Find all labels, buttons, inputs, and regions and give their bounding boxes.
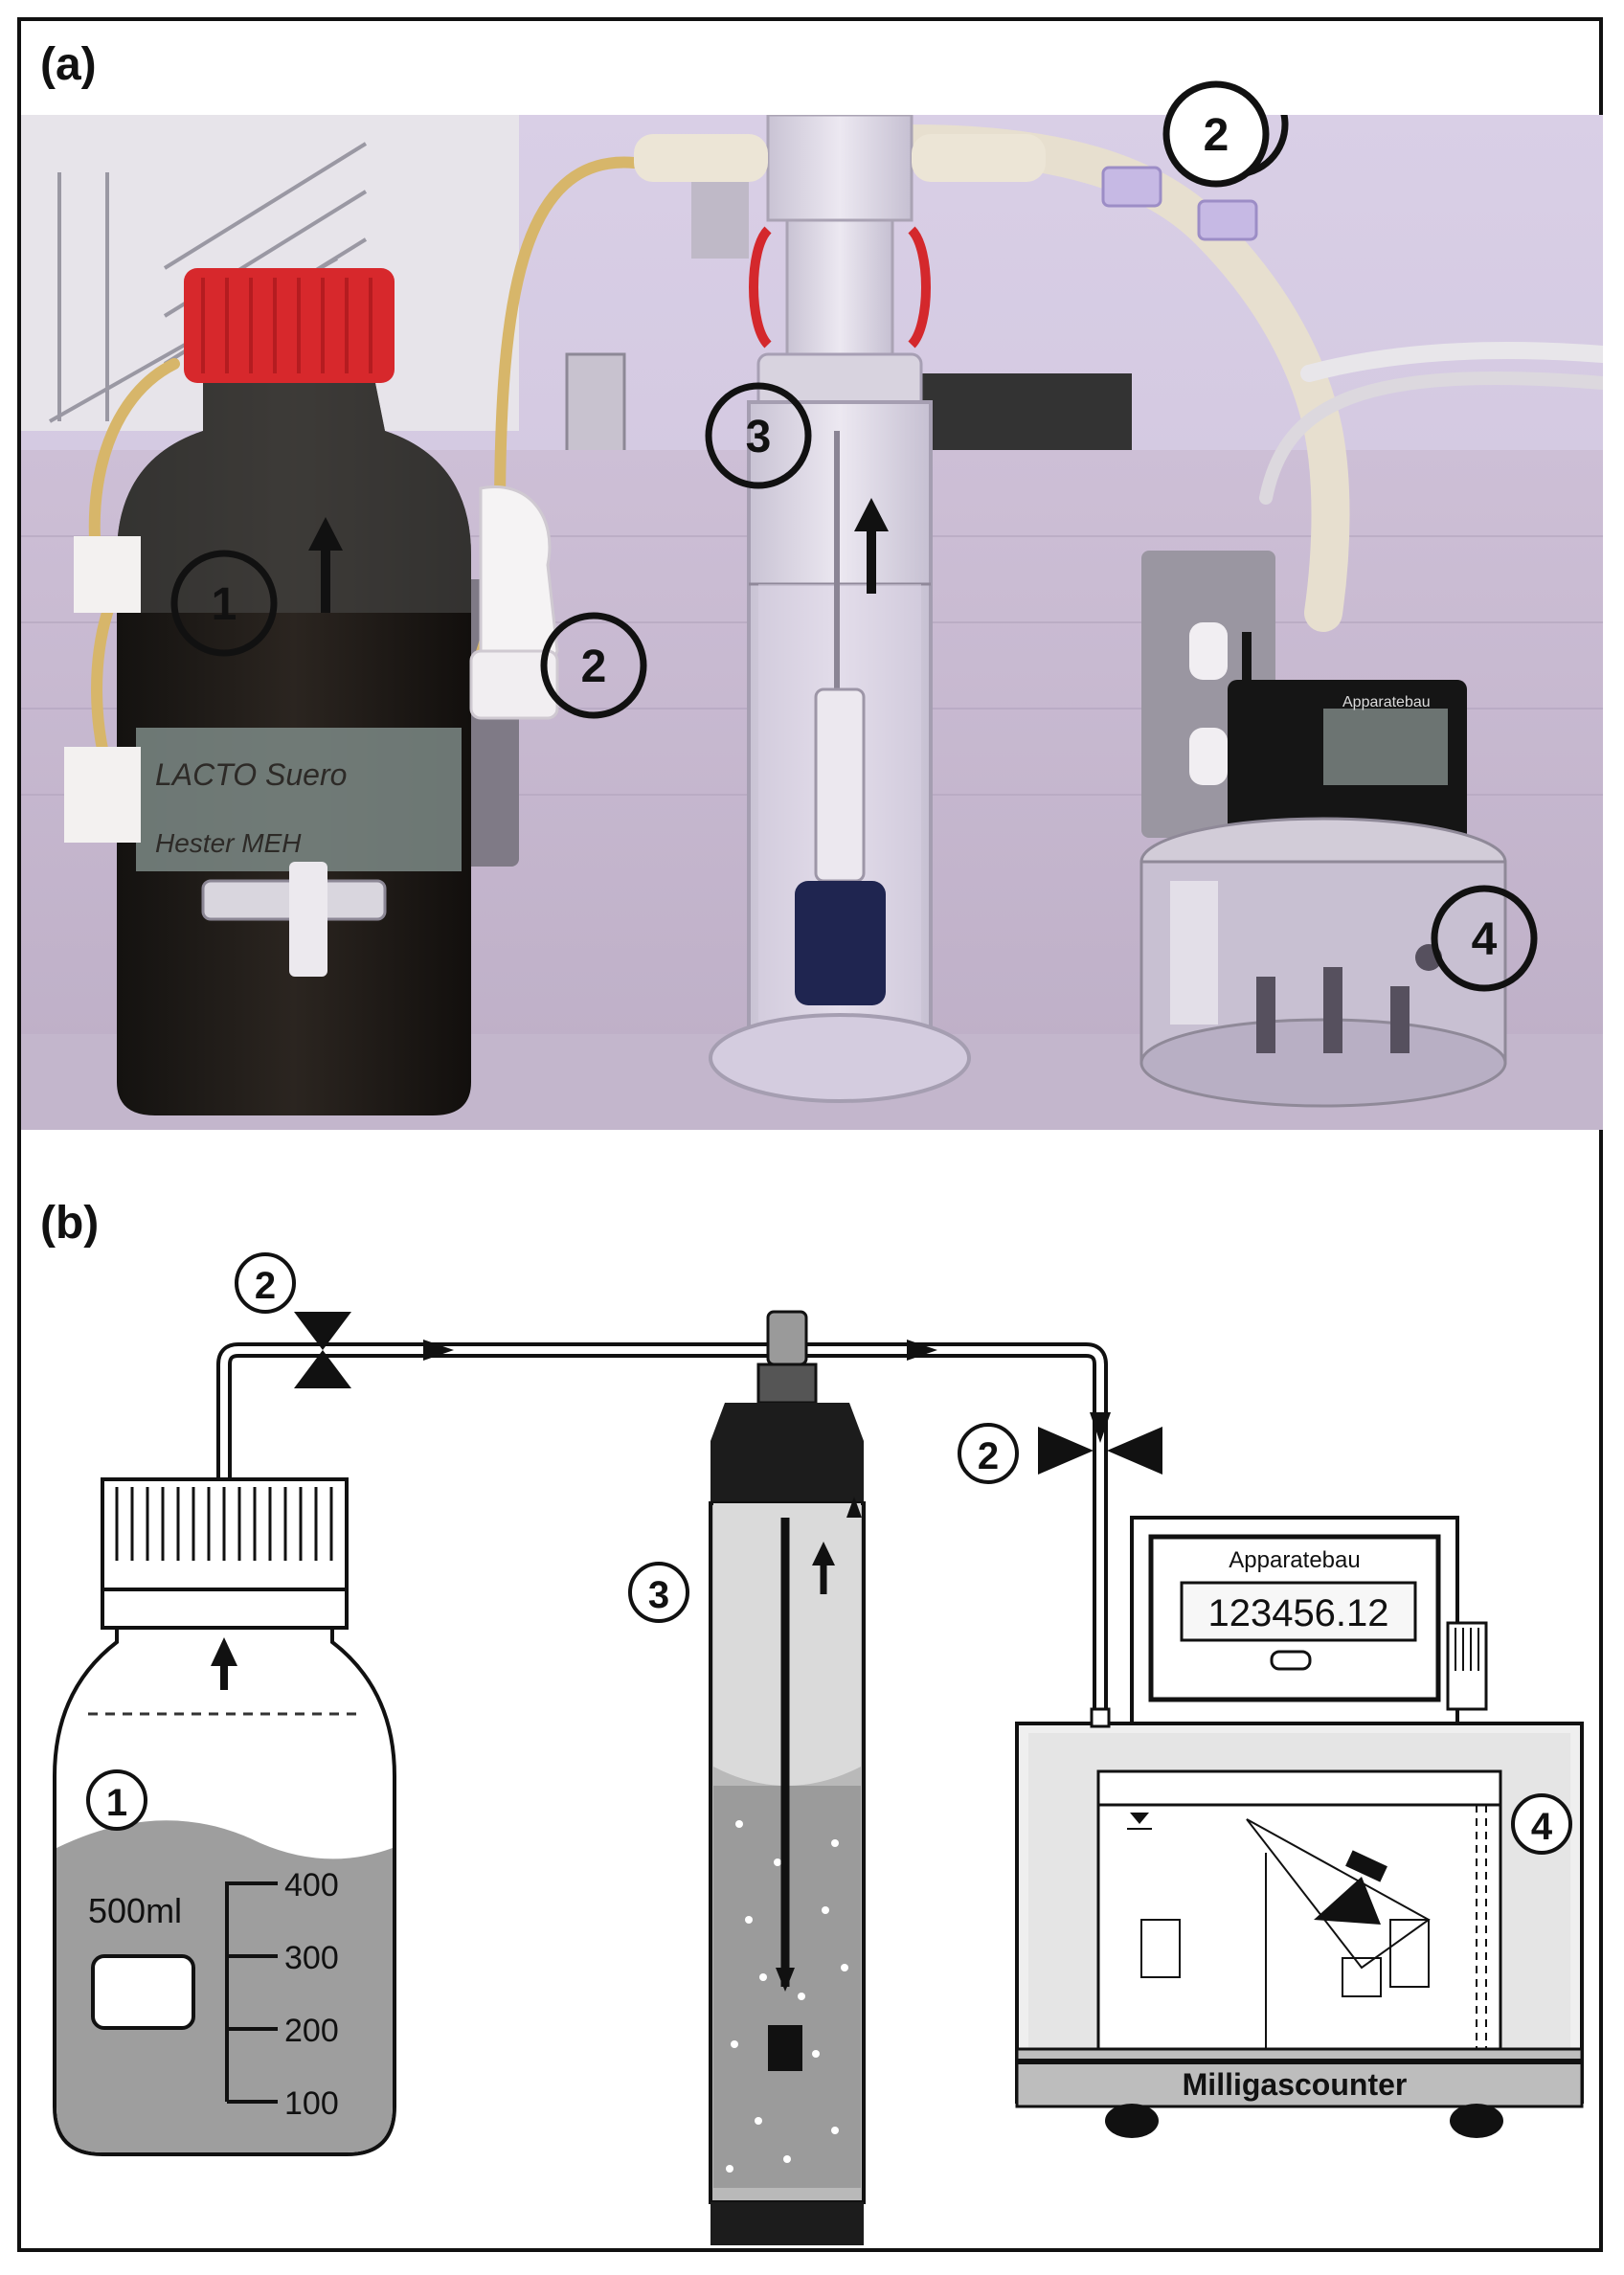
flow-arrow-head: [812, 1542, 835, 1565]
svg-text:4: 4: [1531, 1806, 1553, 1848]
bottle-label: [136, 728, 462, 871]
callout-column: 3: [628, 1562, 689, 1623]
counter-foot: [1105, 2104, 1159, 2138]
svg-text:4: 4: [1472, 914, 1498, 965]
svg-text:2: 2: [255, 1265, 276, 1307]
bottle-label-box: [91, 1954, 195, 2030]
clip-right: [908, 226, 931, 349]
schematic-gas-counter: Apparatebau 123456.12 Milligascounter: [1015, 1516, 1584, 2138]
column-bubbles: [726, 1820, 848, 2173]
counter-lcd: [1323, 709, 1448, 785]
photo-callout-2-left: 2: [540, 612, 647, 719]
photo-callout-2-top-full: 2: [1162, 80, 1270, 188]
counter-internals: [1256, 944, 1442, 1053]
graduation-200: 200: [284, 2013, 339, 2049]
diffuser-holder: [814, 687, 866, 883]
wall-box: [565, 352, 626, 462]
bottle-volume-label: 500ml: [88, 1891, 182, 1930]
callout-valve-top: 2: [235, 1252, 296, 1314]
photo-panel: LACTO Suero Hester MEH: [21, 115, 1603, 1130]
photo-gas-counter: Apparatebau: [1139, 632, 1507, 1108]
counter-mechanism: [1140, 1805, 1487, 2054]
counter-lcd: [1180, 1581, 1417, 1642]
column-side-port-left: [634, 134, 768, 182]
bottle-cap: [184, 268, 395, 383]
svg-text:2: 2: [1204, 110, 1229, 161]
tube-clamp: [74, 536, 141, 613]
black-tray: [902, 373, 1132, 460]
photo-callout-3: 3: [705, 382, 812, 489]
valve-connector-right: [1101, 166, 1258, 241]
column-bottom-cap: [710, 2202, 864, 2264]
tube-clamp: [64, 747, 141, 843]
svg-text:2: 2: [978, 1435, 999, 1477]
graduation-100: 100: [284, 2085, 339, 2122]
photo-callout-4: 4: [1431, 885, 1538, 992]
svg-text:1: 1: [106, 1782, 127, 1824]
photo-valve-left: [469, 485, 559, 720]
gas-line: [216, 1342, 1108, 1709]
schematic-bottle: 400 300 200 100 500ml: [53, 1477, 396, 2156]
photo-callout-1: 1: [170, 550, 278, 657]
column-top: [766, 115, 914, 222]
flow-arrow-head: [308, 517, 343, 551]
socket-lower: [1189, 728, 1228, 785]
svg-text:3: 3: [746, 412, 772, 462]
diffuser-stone: [795, 881, 886, 1005]
counter-foot: [1450, 2104, 1503, 2138]
diffuser: [768, 2025, 802, 2071]
panel-a-label: (a): [40, 39, 97, 90]
counter-brand: Apparatebau: [1229, 1547, 1360, 1573]
schematic-diagram: 2 2 400 300: [53, 1252, 1584, 2264]
callout-counter: 4: [1511, 1793, 1572, 1855]
flow-arrow-head: [854, 498, 889, 531]
photo-bottle: LACTO Suero Hester MEH: [64, 268, 471, 1115]
flow-arrow-head: [211, 1637, 237, 1666]
counter-reading: 123456.12: [1207, 1592, 1388, 1634]
schematic-column: [709, 1310, 866, 2264]
schematic-bottle-liquid: [56, 1820, 393, 2152]
column-side-port-right: [912, 134, 1046, 182]
svg-text:3: 3: [648, 1574, 669, 1616]
photo-glass-column: [634, 115, 1046, 1103]
socket-upper: [1189, 622, 1228, 680]
counter-liquid-chamber: [1096, 1769, 1502, 2051]
valve-right: [1038, 1427, 1162, 1475]
graduation-300: 300: [284, 1940, 339, 1976]
callout-bottle: 1: [86, 1769, 147, 1831]
clip-left: [749, 226, 772, 349]
panel-b-label: (b): [40, 1198, 100, 1249]
wall-fixture: [691, 172, 749, 259]
column-base: [709, 1013, 971, 1103]
graduation-400: 400: [284, 1867, 339, 1903]
counter-button: [1270, 1650, 1312, 1671]
stopcock-handle: [289, 862, 327, 977]
svg-text:2: 2: [581, 642, 607, 692]
column-top-fitting: [766, 1310, 808, 1366]
callout-valve-right: 2: [958, 1423, 1019, 1484]
schematic-panel: 2 2 400 300: [21, 1135, 1603, 2264]
valve-top: [294, 1312, 351, 1388]
counter-brand-photo: Apparatebau: [1342, 694, 1431, 710]
bottle-label-line-1: LACTO Suero: [155, 757, 347, 792]
bottle-label-line-2: Hester MEH: [155, 828, 302, 858]
photo-illustration: LACTO Suero Hester MEH: [21, 115, 1603, 1130]
gas-line-arrows: [423, 1340, 1111, 1443]
column-top-cap: [710, 1403, 864, 1503]
svg-text:1: 1: [212, 579, 237, 630]
counter-name: Milligascounter: [1183, 2067, 1408, 2102]
